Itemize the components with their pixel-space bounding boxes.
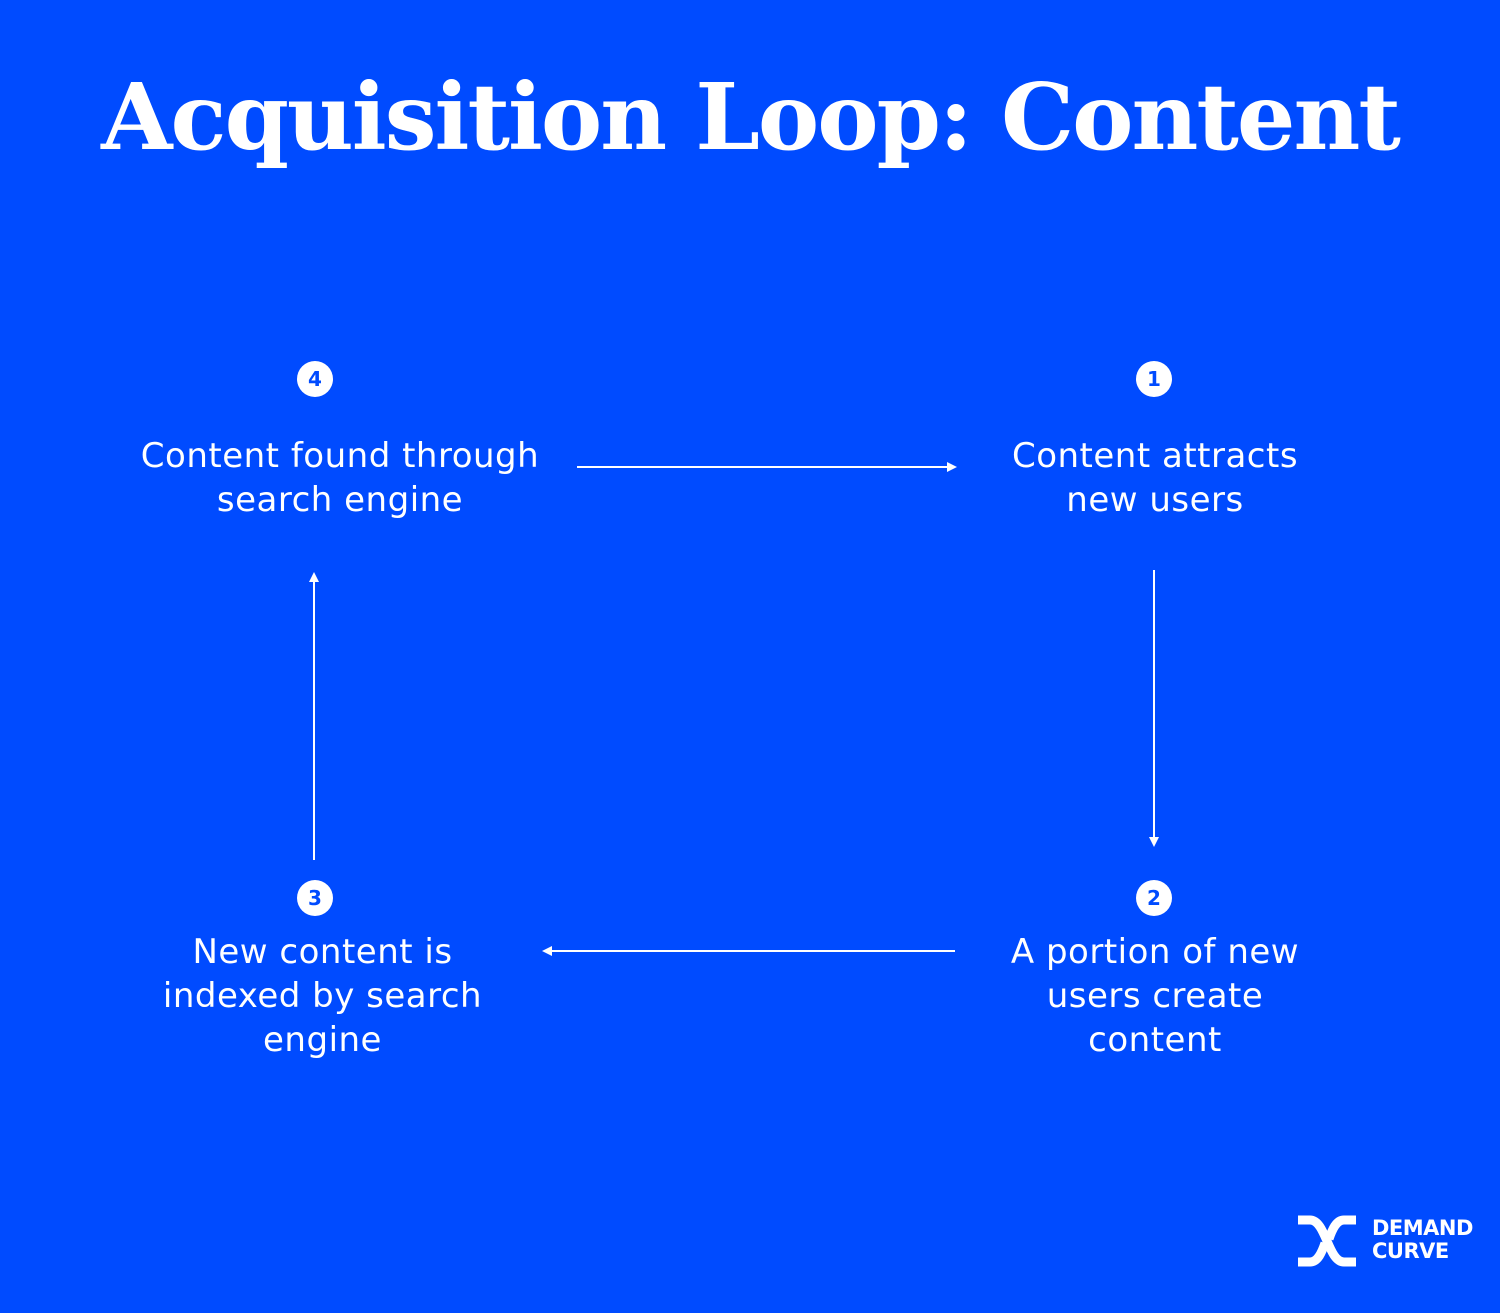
step-2-text: A portion of new users create content xyxy=(1010,932,1300,1060)
logo-text-line1: DEMAND xyxy=(1372,1216,1473,1240)
arrow-4-to-1 xyxy=(577,462,957,472)
step-3-text: New content is indexed by search engine xyxy=(162,932,483,1060)
demand-curve-logo: DEMAND CURVE xyxy=(1296,1214,1476,1270)
arrow-1-to-2 xyxy=(1149,570,1159,847)
step-1-badge: 1 xyxy=(1136,361,1172,397)
step-4-text: Content found through search engine xyxy=(140,436,540,520)
step-2-badge: 2 xyxy=(1136,880,1172,916)
diagram-title: Acquisition Loop: Content xyxy=(101,63,1401,171)
step-1-text: Content attracts new users xyxy=(1011,436,1299,520)
step-3-badge: 3 xyxy=(297,880,333,916)
arrow-2-to-3 xyxy=(542,946,955,956)
logo-text-line2: CURVE xyxy=(1372,1239,1449,1263)
demand-curve-logo-icon xyxy=(1298,1215,1356,1267)
arrow-3-to-4 xyxy=(309,572,319,860)
step-4-badge: 4 xyxy=(297,361,333,397)
logo-wordmark: DEMAND CURVE xyxy=(1372,1217,1473,1263)
